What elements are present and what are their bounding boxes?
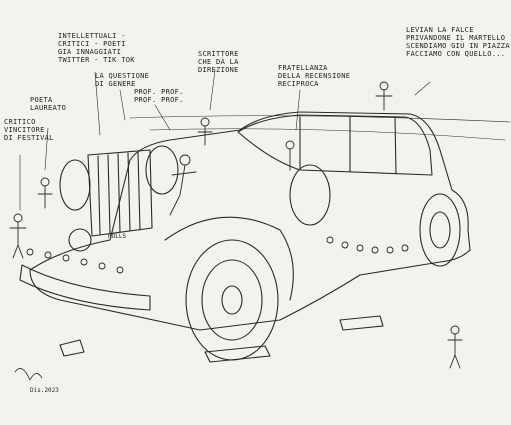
caption-critico: CRITICO VINCITORE DI FESTIVAL — [4, 118, 54, 142]
caption-questione: LA QUESTIONE DI GENERE — [95, 72, 150, 88]
caption-poeta: POETA LAUREATO — [30, 96, 67, 112]
caption-scrittore: SCRITTORE CHE DÀ LA DIREZIONE — [198, 50, 239, 74]
caption-fratellanza: FRATELLANZA DELLA RECENSIONE RECIPROCA — [278, 64, 351, 88]
caption-intellettuali: INTELLETTUALI - CRITICI - POETI GIA INNA… — [58, 32, 135, 64]
signature-text: Dis.2023 — [30, 387, 59, 394]
caption-levian: LEVIAN LA FALCE PRIVANDONE IL MARTELLO S… — [406, 26, 510, 58]
plaque-text: ROLLS — [108, 233, 126, 240]
caption-prof: PROF. PROF. PROF. PROF. — [134, 88, 184, 104]
